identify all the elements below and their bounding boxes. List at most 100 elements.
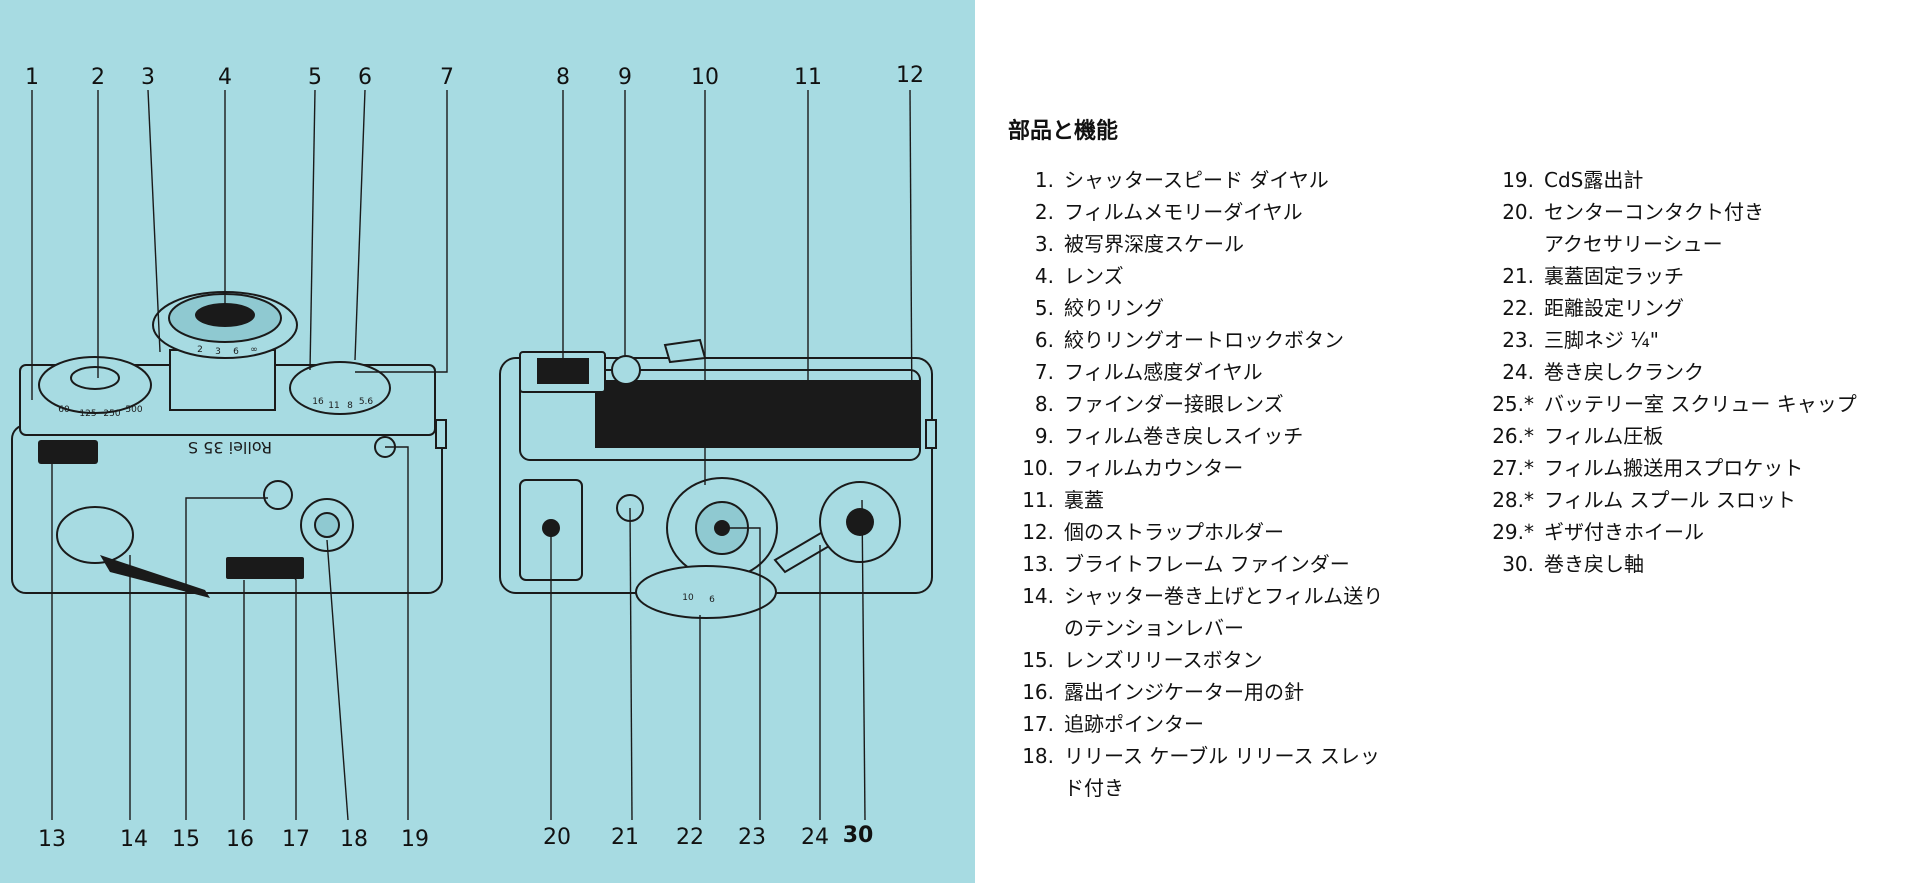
part-number: 30. (1502, 552, 1534, 576)
callout-number: 24 (801, 825, 829, 850)
callout-number: 8 (556, 65, 570, 90)
part-label: シャッター巻き上げとフィルム送り (1064, 584, 1384, 608)
part-list-item: 8.ファインダー接眼レンズ (1010, 388, 1430, 420)
part-list-item: 21.裏蓋固定ラッチ (1480, 260, 1920, 292)
part-list-item: 26.* フィルム圧板 (1480, 420, 1920, 452)
part-label: フィルム圧板 (1544, 424, 1664, 448)
part-label: 裏蓋 (1064, 488, 1104, 512)
callout-number: 11 (794, 65, 822, 90)
part-label: ファインダー接眼レンズ (1064, 392, 1284, 416)
callout-number: 13 (38, 827, 66, 852)
viewfinder-window (38, 440, 98, 464)
callout-number: 5 (308, 65, 322, 90)
back-cover-dark (595, 380, 920, 448)
callout-number: 6 (358, 65, 372, 90)
part-number: 15. (1022, 648, 1054, 672)
parts-list-panel (975, 0, 1920, 883)
part-label: リリース ケーブル リリース スレッ (1064, 744, 1380, 768)
part-number: 24. (1502, 360, 1534, 384)
lens-release-button (263, 480, 293, 510)
part-list-item: 19.CdS露出計 (1480, 164, 1920, 196)
part-number: 22. (1502, 296, 1534, 320)
part-number: 11. (1022, 488, 1054, 512)
part-number: 12. (1022, 520, 1054, 544)
part-number: 17. (1022, 712, 1054, 736)
lens-barrel (169, 349, 276, 411)
strap-lug-left (435, 419, 447, 449)
shutter-mark: 125 (79, 409, 96, 419)
callout-number: 3 (141, 65, 155, 90)
leader-line (385, 446, 409, 820)
part-list-item: 4.レンズ (1010, 260, 1430, 292)
part-list-item: 27.*フィルム搬送用スプロケット (1480, 452, 1920, 484)
hot-shoe-clip (663, 338, 707, 364)
callout-number: 14 (120, 827, 148, 852)
callout-number: 12 (896, 63, 924, 88)
part-number: 10. (1022, 456, 1054, 480)
part-number: 5. (1034, 296, 1054, 320)
shutter-mark: 60 (58, 405, 70, 415)
part-number: 6. (1034, 328, 1054, 352)
part-number: 28.* (1492, 488, 1534, 512)
part-label: 絞りリングオートロックボタン (1064, 328, 1344, 352)
leader-line (285, 564, 297, 820)
part-list-item: 15. レンズリリースボタン (1010, 644, 1430, 676)
part-number: 7. (1034, 360, 1054, 384)
leader-line (722, 527, 761, 820)
part-label: CdS露出計 (1544, 168, 1644, 192)
part-label: のテンションレバー (1064, 616, 1244, 640)
counter-mark: 6 (709, 595, 715, 605)
part-list-item: 9.フィルム巻き戻しスイッチ (1010, 420, 1430, 452)
wind-lever-hub (56, 506, 134, 564)
part-number (1010, 612, 1054, 644)
part-list-item: 29.*ギザ付きホイール (1480, 516, 1920, 548)
part-label: レンズリリースボタン (1064, 648, 1263, 672)
part-label: フィルム感度ダイヤル (1064, 360, 1263, 384)
shutter-mark: 500 (125, 405, 142, 415)
callout-number: 16 (226, 827, 254, 852)
callout-number: 22 (676, 825, 704, 850)
callout-number: 15 (172, 827, 200, 852)
part-label: 個のストラップホルダー (1064, 520, 1284, 544)
part-list-item: 1.シャッタースピード ダイヤル (1010, 164, 1430, 196)
part-list-item: 11. 裏蓋 (1010, 484, 1430, 516)
part-label: フィルムカウンター (1064, 456, 1244, 480)
camera-bottom-view (499, 338, 937, 619)
part-number: 13. (1022, 552, 1054, 576)
strap-lug-right (925, 419, 937, 449)
leader-line (185, 497, 268, 820)
callout-number: 4 (218, 65, 232, 90)
part-label: 巻き戻しクランク (1544, 360, 1704, 384)
part-number: 18. (1022, 744, 1054, 768)
part-label: アクセサリーシュー (1544, 232, 1723, 256)
part-list-item: 12. 個のストラップホルダー (1010, 516, 1430, 548)
callout-number: 18 (340, 827, 368, 852)
part-number: 27.* (1492, 456, 1534, 480)
part-label: バッテリー室 スクリュー キャップ (1544, 392, 1857, 416)
part-number: 14. (1022, 584, 1054, 608)
part-label: センターコンタクト付き (1544, 200, 1764, 224)
part-list-item: 10. フィルムカウンター (1010, 452, 1430, 484)
part-number: 21. (1502, 264, 1534, 288)
part-number: 26.* (1492, 424, 1534, 448)
callout-number: 9 (618, 65, 632, 90)
part-list-item: 3.被写界深度スケール (1010, 228, 1430, 260)
camera-diagram: Rollei 35 S 60 125 250 500 2 3 6 ∞ 16 11… (0, 0, 975, 883)
leader-line (147, 89, 161, 353)
part-label: ギザ付きホイール (1544, 520, 1704, 544)
part-number: 9. (1034, 424, 1054, 448)
shutter-mark: 250 (103, 409, 120, 419)
counter-mark: 10 (682, 593, 694, 603)
callout-number: 17 (282, 827, 310, 852)
part-label: 追跡ポインター (1064, 712, 1204, 736)
part-label: ブライトフレーム ファインダー (1064, 552, 1350, 576)
callouts-bottom: 13 14 15 16 17 18 19 20 21 22 23 24 30 (38, 823, 873, 852)
part-list-item: 13. ブライトフレーム ファインダー (1010, 548, 1430, 580)
part-number: 23. (1502, 328, 1534, 352)
part-label: 露出インジケーター用の針 (1064, 680, 1304, 704)
part-label: レンズ (1064, 264, 1124, 288)
part-number (1480, 228, 1534, 260)
part-list-item: 14. シャッター巻き上げとフィルム送り (1010, 580, 1430, 612)
